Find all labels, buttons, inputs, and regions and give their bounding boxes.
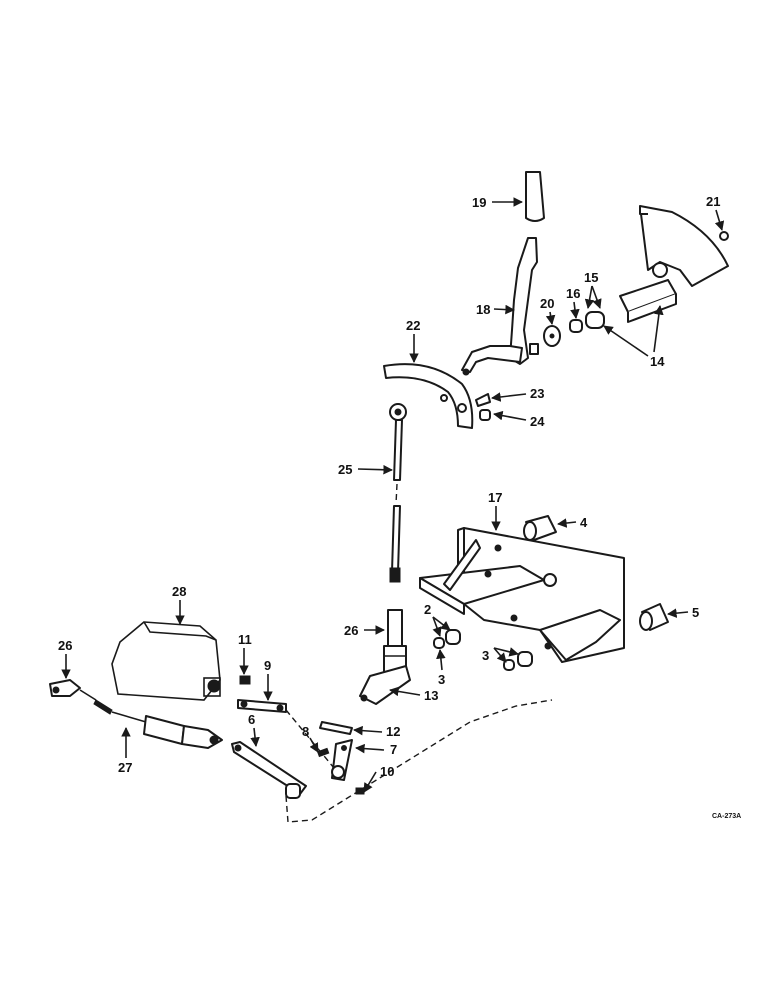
svg-text:13: 13 [424, 688, 438, 703]
svg-text:16: 16 [566, 286, 580, 301]
callout-27: 27 [118, 727, 132, 775]
svg-text:12: 12 [386, 724, 400, 739]
bushing-upper [523, 515, 557, 541]
svg-text:24: 24 [530, 414, 545, 429]
callout-23: 23 [491, 386, 544, 402]
screw-10 [355, 787, 365, 795]
callout-26-center: 26 [344, 623, 385, 638]
svg-text:4: 4 [580, 515, 588, 530]
callout-18: 18 [476, 302, 515, 317]
callout-16: 16 [566, 286, 580, 319]
svg-text:2: 2 [424, 602, 431, 617]
yoke-left [49, 679, 81, 697]
callout-28: 28 [172, 584, 186, 625]
link-12 [319, 721, 353, 735]
callout-22: 22 [406, 318, 420, 363]
small-bushings [433, 629, 533, 671]
callout-25: 25 [338, 462, 393, 477]
svg-text:27: 27 [118, 760, 132, 775]
svg-text:26: 26 [344, 623, 358, 638]
svg-text:14: 14 [650, 354, 665, 369]
svg-text:23: 23 [530, 386, 544, 401]
callout-20: 20 [540, 296, 556, 325]
pin-8 [316, 747, 330, 758]
svg-text:22: 22 [406, 318, 420, 333]
svg-text:19: 19 [472, 195, 486, 210]
control-rod [389, 403, 407, 583]
callout-5: 5 [667, 605, 699, 620]
callout-26-left: 26 [58, 638, 72, 679]
callout-4: 4 [557, 515, 588, 530]
valve-body [111, 621, 221, 701]
callout-11: 11 [238, 632, 252, 675]
svg-text:5: 5 [692, 605, 699, 620]
svg-text:7: 7 [390, 742, 397, 757]
svg-text:8: 8 [302, 724, 309, 739]
svg-text:6: 6 [248, 712, 255, 727]
quadrant-plate [619, 205, 729, 323]
callout-12: 12 [353, 724, 400, 739]
quadrant-arc [383, 363, 474, 429]
mounting-plate [419, 527, 625, 663]
bolt-and-nut [475, 393, 491, 421]
assembly-dash-lines [285, 699, 553, 823]
bushings [569, 311, 605, 333]
link-rod [79, 689, 223, 749]
svg-text:3: 3 [482, 648, 489, 663]
bell-crank [359, 665, 411, 705]
callout-15: 15 [584, 270, 602, 309]
callout-24: 24 [493, 410, 545, 429]
clevis-center [383, 609, 407, 675]
svg-text:25: 25 [338, 462, 352, 477]
callout-6: 6 [248, 712, 260, 747]
callout-3b: 3 [482, 647, 519, 663]
callout-10: 10 [363, 764, 394, 793]
link-6 [231, 741, 307, 799]
svg-text:15: 15 [584, 270, 598, 285]
callout-7: 7 [355, 742, 397, 757]
link-9 [237, 699, 287, 713]
bushing-lower [639, 603, 669, 631]
svg-text:17: 17 [488, 490, 502, 505]
callout-8: 8 [302, 724, 319, 753]
drawing-code: CA-273A [712, 813, 741, 820]
screw-11 [239, 675, 251, 685]
svg-text:10: 10 [380, 764, 394, 779]
shift-lever [461, 237, 539, 376]
callout-13: 13 [389, 686, 438, 703]
svg-text:21: 21 [706, 194, 720, 209]
callout-2: 2 [424, 602, 451, 637]
washer [543, 325, 561, 347]
callout-21: 21 [706, 194, 725, 231]
callout-19: 19 [472, 195, 523, 210]
svg-text:18: 18 [476, 302, 490, 317]
svg-text:20: 20 [540, 296, 554, 311]
svg-text:28: 28 [172, 584, 186, 599]
svg-text:26: 26 [58, 638, 72, 653]
callout-14: 14 [603, 305, 665, 369]
lever-knob [525, 171, 545, 222]
callout-17: 17 [488, 490, 502, 531]
crank-arm-7 [331, 739, 353, 781]
callout-3a: 3 [436, 649, 446, 687]
svg-text:11: 11 [238, 632, 252, 647]
svg-text:9: 9 [264, 658, 271, 673]
callout-9: 9 [263, 658, 273, 701]
svg-text:3: 3 [438, 672, 445, 687]
